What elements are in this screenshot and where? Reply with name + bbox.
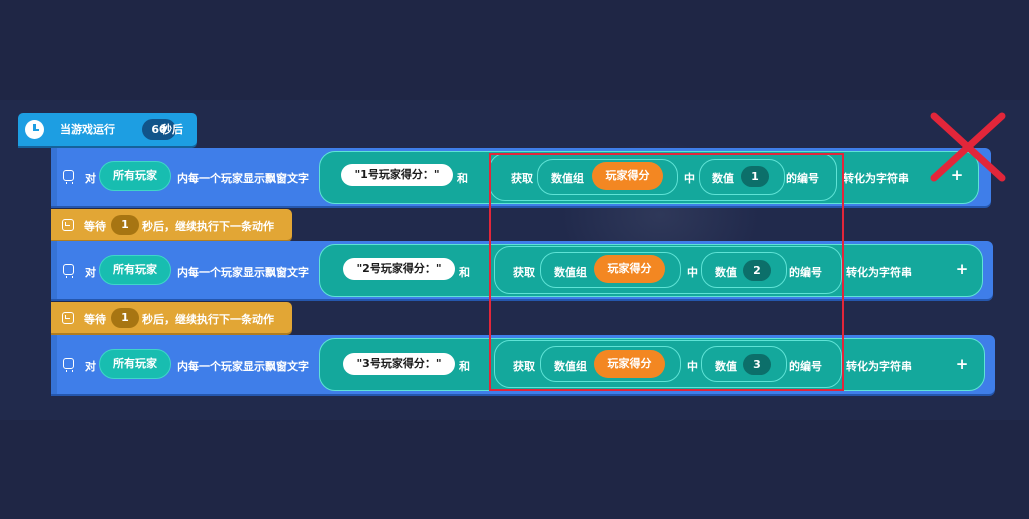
string-input[interactable]: "1号玩家得分：" (341, 164, 453, 186)
value-label: 数值 (712, 172, 734, 185)
in-label: 中 (684, 172, 695, 185)
floating-text-icon (63, 264, 74, 278)
value-input[interactable]: 2 (743, 260, 771, 281)
wait-seconds-input[interactable]: 1 (111, 215, 139, 235)
show-text-block-2[interactable]: 对 所有玩家 内每一个玩家显示飘窗文字 "2号玩家得分：" 和 获取 数值组 玩… (51, 241, 993, 299)
join-label: 和 (457, 172, 468, 185)
wait-block-1[interactable]: 等待 1 秒后，继续执行下一条动作 (51, 209, 292, 240)
value-input[interactable]: 3 (743, 354, 771, 375)
event-hat-block[interactable]: 当游戏运行 60 秒后 (18, 113, 197, 146)
show-text-block-1[interactable]: 对 所有玩家 内每一个玩家显示飘窗文字 "1号玩家得分：" 和 获取 数值组 玩… (51, 148, 991, 206)
show-text-block-3[interactable]: 对 所有玩家 内每一个玩家显示飘窗文字 "3号玩家得分：" 和 获取 数值组 玩… (51, 335, 995, 394)
add-icon[interactable]: + (950, 166, 964, 184)
in-label: 中 (687, 266, 698, 279)
target-dropdown[interactable]: 所有玩家 (99, 161, 171, 191)
add-icon[interactable]: + (955, 260, 969, 278)
index-label: 的编号 (789, 266, 822, 279)
cross-mark-icon (930, 112, 1006, 182)
hat-prefix: 当游戏运行 (60, 123, 115, 136)
index-label: 的编号 (789, 360, 822, 373)
highlight-box (489, 153, 844, 391)
join-label: 和 (459, 360, 470, 373)
index-label: 的编号 (786, 172, 819, 185)
label-to: 对 (85, 266, 96, 279)
floating-text-icon (63, 170, 74, 184)
string-input[interactable]: "3号玩家得分：" (343, 353, 455, 375)
get-label: 获取 (513, 266, 535, 279)
get-label: 获取 (511, 172, 533, 185)
target-dropdown[interactable]: 所有玩家 (99, 349, 171, 379)
array-label: 数值组 (551, 172, 584, 185)
convert-label: 转化为字符串 (846, 266, 912, 279)
array-name-dropdown[interactable]: 玩家得分 (594, 350, 665, 378)
wait-prefix: 等待 (84, 220, 106, 233)
in-label: 中 (687, 360, 698, 373)
label-to: 对 (85, 172, 96, 185)
value-label: 数值 (715, 360, 737, 373)
target-dropdown[interactable]: 所有玩家 (99, 255, 171, 285)
array-name-dropdown[interactable]: 玩家得分 (594, 255, 665, 283)
action-label: 内每一个玩家显示飘窗文字 (177, 266, 309, 279)
array-name-dropdown[interactable]: 玩家得分 (592, 162, 663, 190)
value-input[interactable]: 1 (741, 166, 769, 187)
wait-prefix: 等待 (84, 313, 106, 326)
label-to: 对 (85, 360, 96, 373)
wait-icon (62, 312, 74, 324)
value-block[interactable] (701, 346, 787, 382)
join-label: 和 (459, 266, 470, 279)
value-label: 数值 (715, 266, 737, 279)
add-icon[interactable]: + (955, 355, 969, 373)
clock-icon (25, 120, 44, 139)
wait-suffix: 秒后，继续执行下一条动作 (142, 220, 274, 233)
wait-suffix: 秒后，继续执行下一条动作 (142, 313, 274, 326)
convert-label: 转化为字符串 (846, 360, 912, 373)
wait-block-2[interactable]: 等待 1 秒后，继续执行下一条动作 (51, 302, 292, 333)
floating-text-icon (63, 358, 74, 372)
hat-seconds-input[interactable]: 60 (142, 119, 176, 140)
wait-icon (62, 219, 74, 231)
action-label: 内每一个玩家显示飘窗文字 (177, 360, 309, 373)
action-label: 内每一个玩家显示飘窗文字 (177, 172, 309, 185)
get-label: 获取 (513, 360, 535, 373)
string-input[interactable]: "2号玩家得分：" (343, 258, 455, 280)
hat-suffix: 秒后 (161, 123, 183, 136)
array-label: 数值组 (554, 266, 587, 279)
array-label: 数值组 (554, 360, 587, 373)
wait-seconds-input[interactable]: 1 (111, 308, 139, 328)
convert-label: 转化为字符串 (843, 172, 909, 185)
